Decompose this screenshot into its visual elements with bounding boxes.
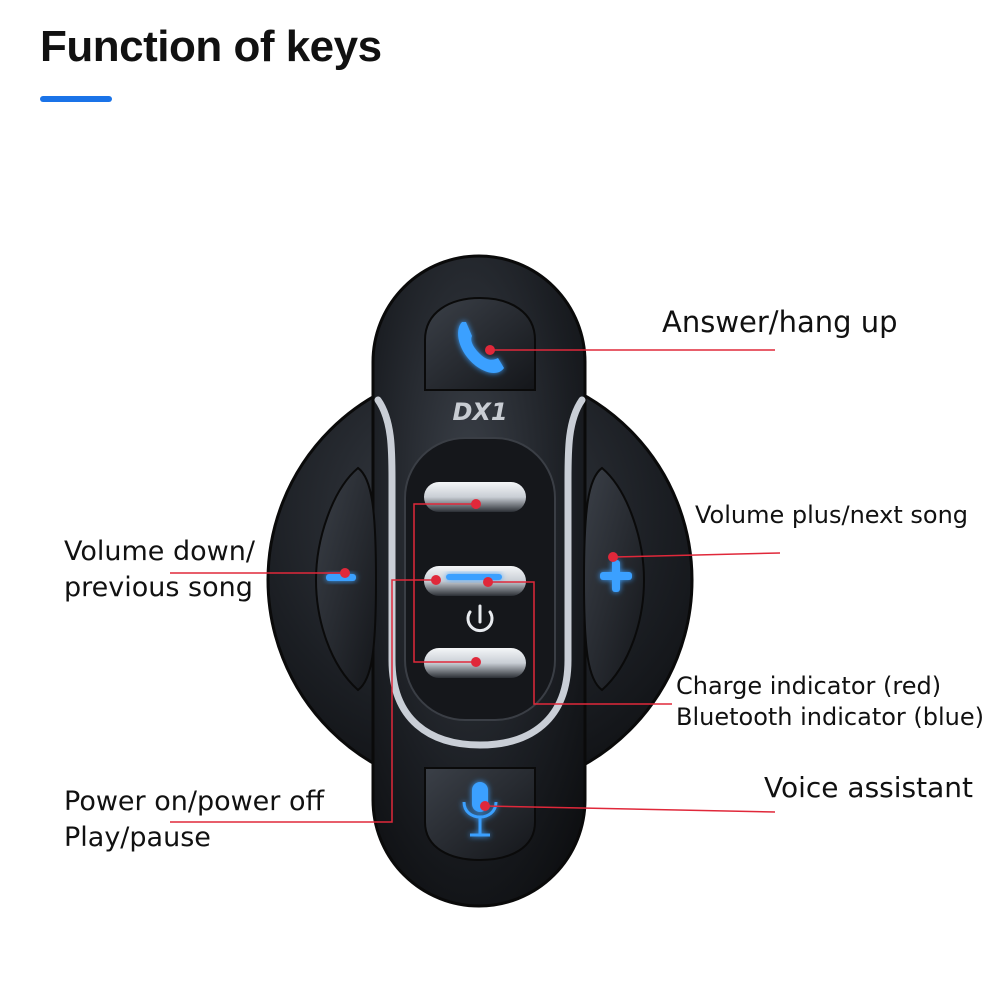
- power-label-line1: Power on/power off: [64, 786, 325, 817]
- volume-plus-label: Volume plus/next song: [695, 501, 969, 529]
- page-title: Function of keys: [40, 22, 382, 71]
- bluetooth-indicator-label: Bluetooth indicator (blue): [676, 703, 985, 731]
- power-icon: [466, 604, 494, 633]
- title-underline: [40, 96, 112, 102]
- answer-button[interactable]: [424, 296, 536, 391]
- charge-indicator-label: Charge indicator (red): [676, 672, 942, 700]
- voice-assistant-label: Voice assistant: [764, 771, 973, 804]
- silver-ring: [374, 396, 586, 749]
- phone-icon: [458, 322, 504, 373]
- volume-down-label-line1: Volume down/: [64, 536, 255, 567]
- power-label-line2: Play/pause: [64, 822, 211, 853]
- voice-assistant-button[interactable]: [424, 767, 536, 862]
- model-label: DX1: [452, 398, 507, 426]
- volume-up-button[interactable]: [582, 466, 646, 692]
- power-label: Power on/power off Play/pause: [64, 784, 324, 856]
- bluetooth-led: [446, 574, 502, 580]
- indicator-label: Charge indicator (red) Bluetooth indicat…: [676, 671, 984, 733]
- answer-label: Answer/hang up: [662, 305, 898, 339]
- volume-down-label: Volume down/ previous song: [64, 534, 255, 606]
- volume-down-button[interactable]: [314, 466, 378, 692]
- callout-dots: [340, 345, 618, 811]
- volume-down-label-line2: previous song: [64, 572, 253, 603]
- callout-lines: [170, 349, 781, 823]
- plus-icon: [600, 560, 632, 592]
